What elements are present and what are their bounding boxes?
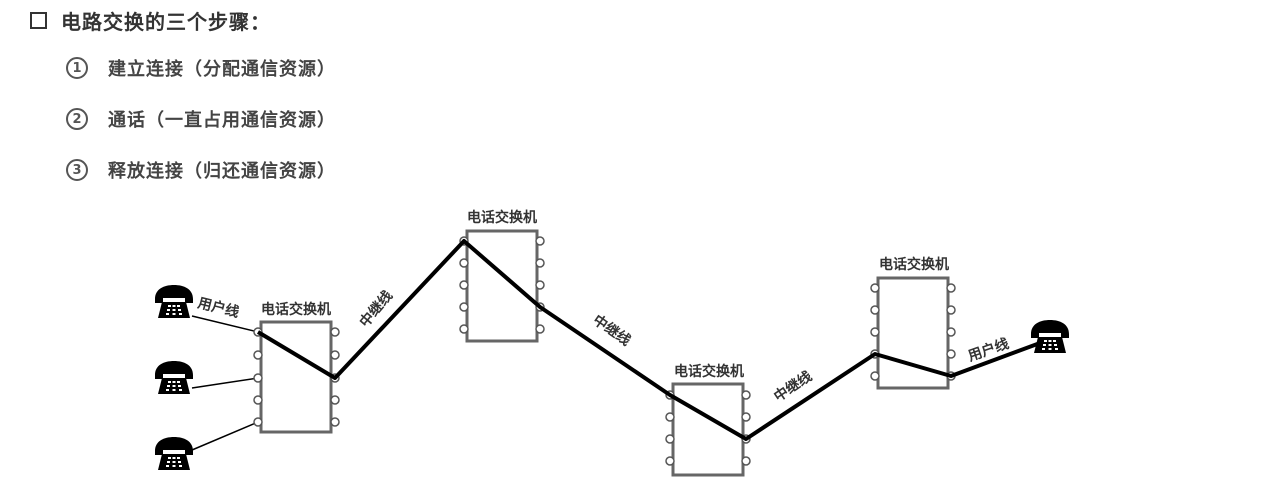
- step-text-3: 释放连接（归还通信资源）: [108, 161, 336, 182]
- switch-label-1: 电话交换机: [261, 301, 331, 318]
- step-text-1: 建立连接（分配通信资源）: [108, 59, 336, 80]
- active-circuit-path: [256, 239, 1041, 441]
- step-number-1: 1: [66, 57, 88, 79]
- telephone-icon: [155, 361, 193, 394]
- user-line-phone-2: [191, 377, 259, 389]
- switch-box-2: [465, 229, 539, 343]
- user-line-phone-3: [191, 421, 259, 451]
- step-1: 1 建立连接（分配通信资源）: [66, 55, 336, 81]
- telephone-icon: [155, 437, 193, 470]
- switch-2-ports: [459, 236, 545, 334]
- step-text-2: 通话（一直占用通信资源）: [108, 110, 336, 131]
- step-number-3: 3: [66, 159, 88, 181]
- telephone-icon: [155, 285, 193, 318]
- step-2: 2 通话（一直占用通信资源）: [66, 106, 336, 132]
- user-line-label-left: 用户线: [196, 294, 241, 321]
- user-line-phone-1: [191, 315, 259, 333]
- step-3: 3 释放连接（归还通信资源）: [66, 157, 336, 183]
- switch-label-2: 电话交换机: [467, 209, 537, 226]
- checkbox-icon: [30, 12, 47, 29]
- trunk-label-1: 中继线: [356, 287, 396, 330]
- heading-text: 电路交换的三个步骤：: [61, 10, 271, 34]
- switch-label-4: 电话交换机: [879, 256, 949, 273]
- switch-label-3: 电话交换机: [674, 363, 744, 380]
- telephone-icon: [1031, 320, 1069, 353]
- section-heading: 电路交换的三个步骤：: [30, 6, 271, 35]
- step-number-2: 2: [66, 108, 88, 130]
